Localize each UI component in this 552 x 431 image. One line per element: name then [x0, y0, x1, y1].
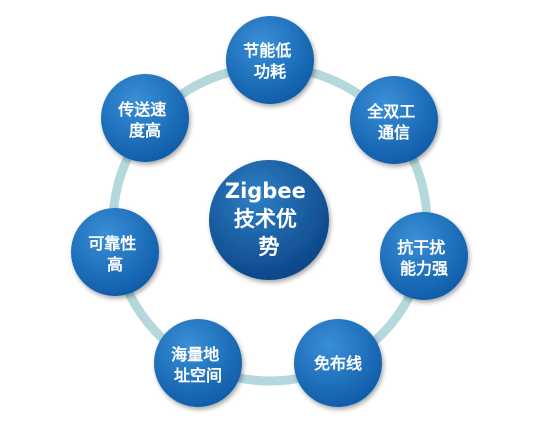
center-text: Zigbee 技术优 势	[225, 179, 313, 259]
center-line: 势	[259, 235, 280, 259]
node-circle	[380, 212, 468, 300]
node-line: 度高	[129, 121, 161, 140]
node-line: 海量地	[171, 345, 219, 364]
node-line: 免布线	[314, 354, 362, 373]
node-line: 节能低	[243, 41, 291, 60]
node-circle	[350, 76, 438, 164]
center-node: Zigbee 技术优 势	[209, 160, 329, 280]
node-line: 能力强	[400, 259, 448, 278]
node-line: 高	[107, 255, 123, 274]
node-label: 可靠性 高	[88, 234, 142, 274]
node-circle	[101, 74, 189, 162]
node-circle	[154, 319, 242, 407]
node-line: 功耗	[254, 62, 286, 81]
node-reliability: 可靠性 高	[71, 208, 159, 296]
node-label: 海量地 址空间	[171, 345, 225, 385]
node-line: 可靠性	[88, 234, 136, 253]
node-duplex: 全双工 通信	[350, 76, 438, 164]
node-line: 全双工	[366, 102, 415, 121]
node-anti-interference: 抗干扰 能力强	[380, 212, 468, 300]
node-line: 抗干扰	[397, 238, 445, 257]
center-circle	[209, 160, 329, 280]
node-label: 节能低 功耗	[243, 41, 297, 81]
node-label: 抗干扰 能力强	[397, 238, 451, 278]
node-line: 传送速	[117, 100, 166, 119]
center-line: Zigbee	[225, 179, 306, 203]
node-label: 全双工 通信	[366, 102, 421, 142]
center-line: 技术优	[234, 207, 297, 231]
node-speed: 传送速 度高	[101, 74, 189, 162]
node-address-space: 海量地 址空间	[154, 319, 242, 407]
node-line: 址空间	[174, 366, 222, 385]
node-circle	[226, 16, 314, 104]
node-circle	[294, 319, 382, 407]
node-line: 通信	[378, 123, 410, 142]
node-circle	[71, 208, 159, 296]
node-label: 免布线	[314, 354, 362, 373]
node-label: 传送速 度高	[117, 100, 172, 140]
node-wireless: 免布线	[294, 319, 382, 407]
node-energy: 节能低 功耗	[226, 16, 314, 104]
